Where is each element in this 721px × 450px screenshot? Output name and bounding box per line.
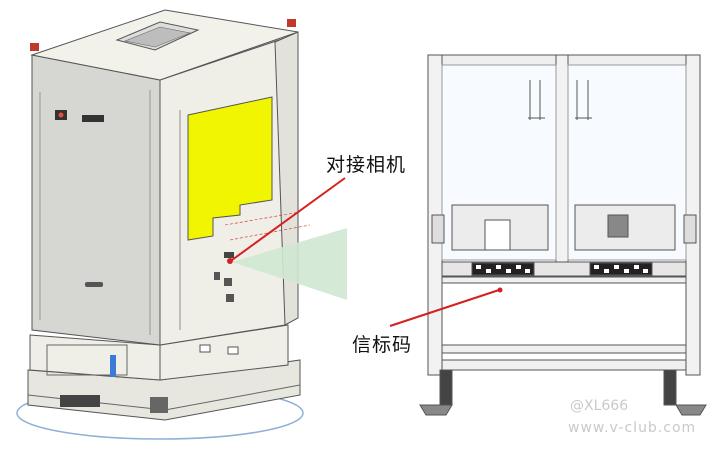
label-docking-camera: 对接相机 — [326, 154, 407, 176]
marker-code-right — [589, 262, 653, 276]
frame-center-post — [555, 54, 569, 266]
camera-beam — [232, 228, 347, 300]
camera-window — [187, 96, 273, 241]
beacon-light-left — [30, 43, 39, 51]
caster-right — [663, 369, 677, 406]
marker-code-left — [471, 262, 535, 276]
camera-pointer-line — [231, 177, 346, 261]
docking-frame — [389, 54, 707, 416]
beacon-light-right — [287, 19, 296, 27]
label-marker-code: 信标码 — [352, 334, 413, 356]
caster-left — [439, 369, 453, 406]
watermark-user: @XL666 — [570, 398, 629, 414]
robot-front-face — [31, 54, 161, 346]
marker-code-point — [497, 287, 503, 293]
marker-pointer-line — [389, 289, 500, 327]
docking-camera-point — [227, 258, 233, 264]
agv-robot — [16, 9, 347, 440]
front-slot — [82, 115, 104, 122]
watermark-site: www.v-club.com — [568, 420, 697, 436]
